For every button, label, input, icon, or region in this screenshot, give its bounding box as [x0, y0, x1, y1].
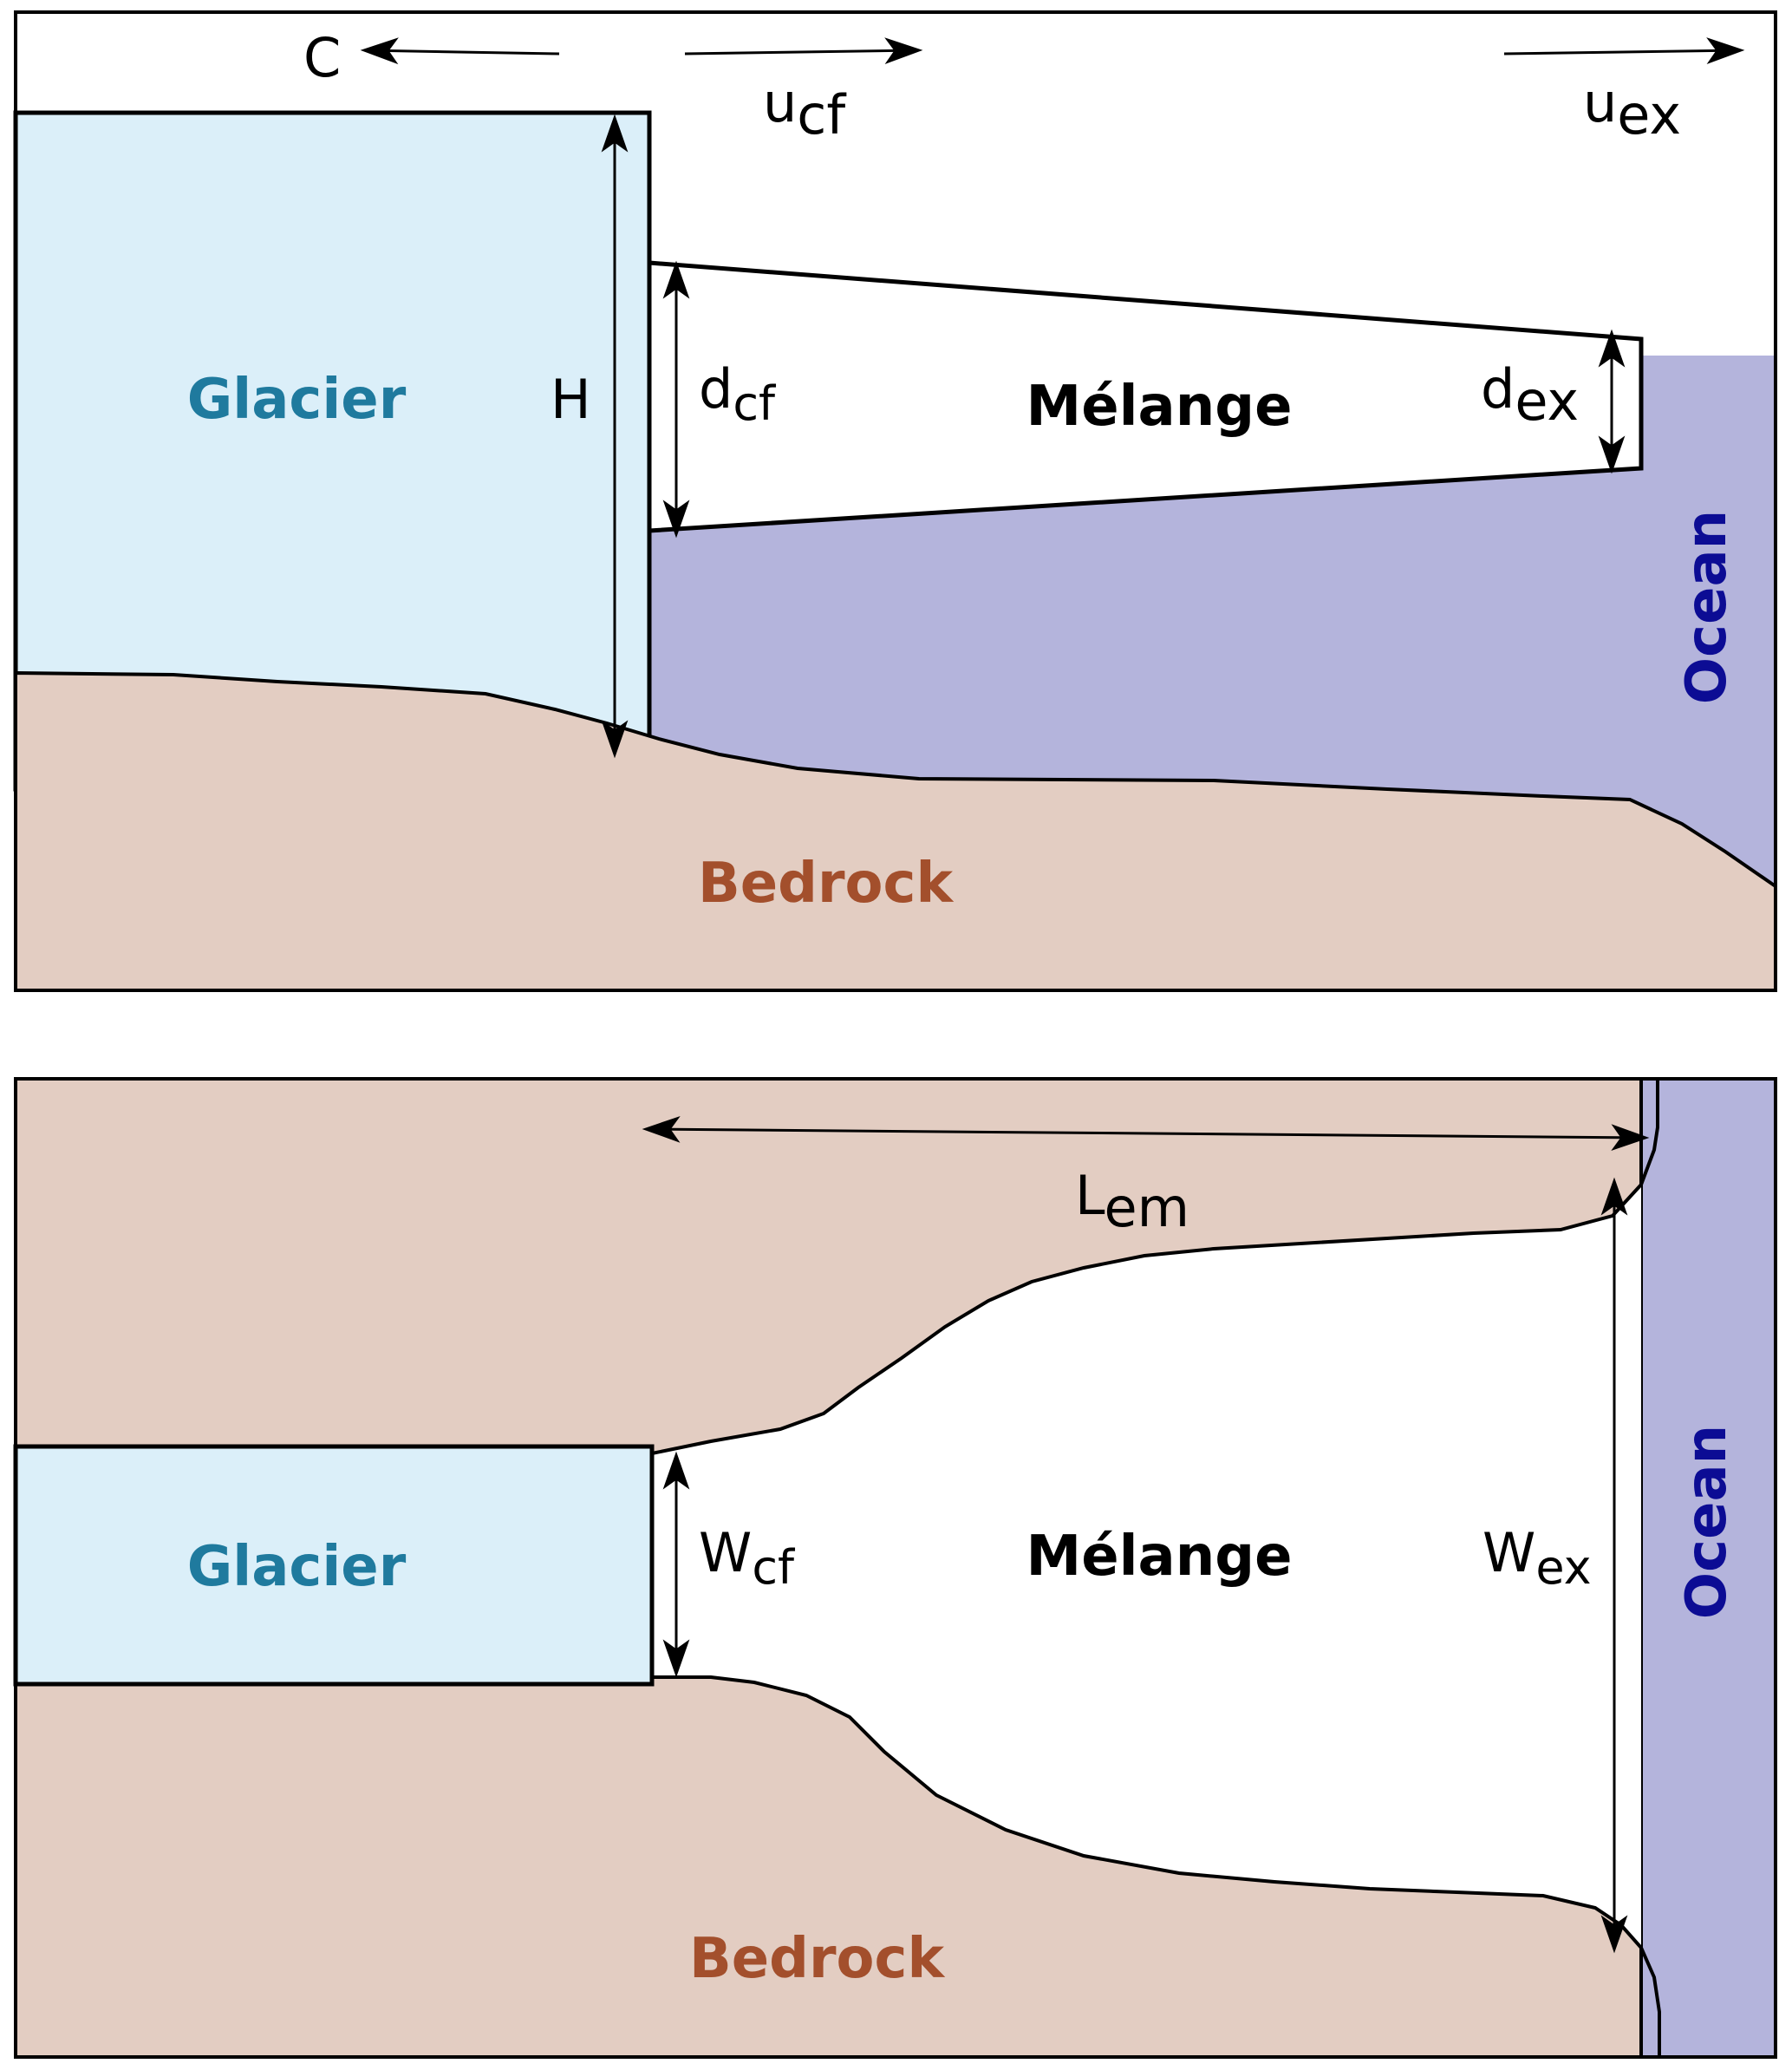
bottom-panel: Lem Wcf Wex Glacier Mélange Bedrock Ocea… — [13, 1077, 1777, 2059]
d-ex-label: dex — [1481, 357, 1579, 433]
glacier-label: Glacier — [187, 1535, 407, 1599]
glacier-label: Glacier — [187, 368, 407, 432]
w-cf-label: Wcf — [699, 1521, 796, 1595]
lower-bedrock-edge — [15, 1675, 1661, 2057]
d-cf-label: dcf — [699, 357, 777, 431]
bottom-panel-frame — [14, 1077, 1777, 2059]
u-ex-label: uex — [1583, 71, 1681, 147]
h-label: H — [551, 368, 591, 431]
melange-region — [647, 260, 1644, 533]
top-panel-frame — [14, 10, 1777, 992]
glacier-region — [13, 1444, 655, 1687]
ocean-region — [1639, 1077, 1777, 2059]
bedrock-label: Bedrock — [689, 1927, 945, 1991]
melange-label: Mélange — [1026, 1525, 1293, 1589]
u-cf-label: ucf — [763, 71, 847, 147]
l-em-dimension-arrow — [642, 1115, 1650, 1152]
bedrock-region — [14, 670, 1777, 992]
ocean-label: Ocean — [1675, 1425, 1739, 1620]
c-label: C — [303, 26, 341, 89]
ocean-label: Ocean — [1675, 510, 1739, 705]
top-panel: C ucf uex H dcf dex Glacier Mélange Bedr… — [13, 10, 1777, 992]
calving-arrow — [360, 37, 560, 65]
bedrock-label: Bedrock — [698, 852, 954, 916]
l-em-label: Lem — [1075, 1164, 1189, 1239]
ocean-region — [649, 356, 1776, 886]
u-ex-arrow — [1503, 37, 1745, 64]
melange-label: Mélange — [1026, 375, 1293, 439]
u-cf-arrow — [684, 37, 923, 64]
w-ex-label: Wex — [1482, 1521, 1592, 1595]
melange-region — [652, 1185, 1641, 1948]
